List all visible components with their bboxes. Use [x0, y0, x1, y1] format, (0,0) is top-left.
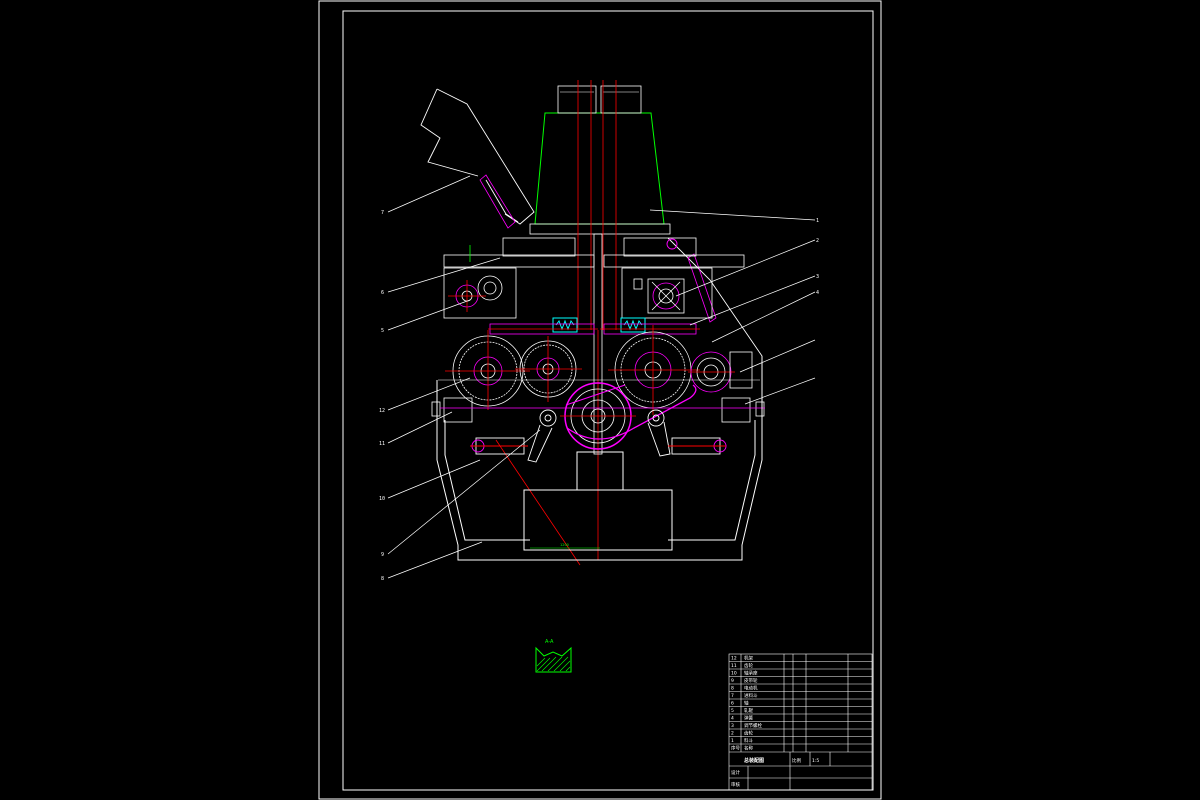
parts-row-no: 5 — [731, 708, 734, 714]
title-block-text: 12 机架 11 齿轮 10 轴承座 9 皮带轮 8 电动机 7 进料斗 6 轴 5 轧辊 4 弹簧 3 调节螺栓 2 齿… — [731, 655, 762, 752]
upper-right-bearing — [633, 278, 685, 314]
machine-frame — [436, 356, 763, 561]
drawing-title: 总装配图 — [744, 757, 764, 764]
dimension-text: 1200 — [560, 543, 569, 547]
hopper — [529, 85, 671, 235]
center-lines — [495, 80, 617, 566]
part-callouts: 7 6 5 12 11 10 9 8 1 2 3 4 — [379, 210, 819, 582]
callout-10: 10 — [379, 496, 385, 502]
parts-row-name: 轴承座 — [744, 670, 758, 677]
left-large-gear — [445, 330, 530, 410]
parts-row-no: 6 — [731, 701, 734, 707]
parts-row-name: 调节螺栓 — [744, 722, 762, 729]
callout-7: 7 — [381, 210, 384, 216]
parts-row-no: 8 — [731, 686, 734, 692]
parts-row-no: 3 — [731, 723, 734, 729]
callout-4: 4 — [816, 290, 819, 296]
parts-row-no: 9 — [731, 678, 734, 684]
parts-row-no: 12 — [731, 656, 737, 662]
section-label: A-A — [545, 639, 554, 645]
parts-row-no: 10 — [731, 671, 737, 677]
parts-row-name: 进料斗 — [744, 692, 758, 699]
callout-2: 2 — [816, 238, 819, 244]
right-large-gear — [608, 325, 700, 415]
parts-row-no: 2 — [731, 731, 734, 737]
parts-row-name: 齿轮 — [744, 662, 753, 669]
parts-row-name: 机架 — [744, 655, 753, 662]
parts-row-name: 皮带轮 — [744, 677, 758, 684]
right-small-gear — [688, 351, 735, 393]
callout-3: 3 — [816, 274, 819, 280]
callout-11: 11 — [379, 441, 385, 447]
drawn-label: 设计 — [731, 769, 740, 776]
parts-header-name: 名称 — [744, 745, 753, 752]
parts-row-no: 1 — [731, 738, 734, 744]
parts-header-no: 序号 — [731, 745, 740, 752]
upper-left-gear — [448, 245, 503, 312]
parts-row-name: 轴 — [744, 700, 749, 707]
adjuster-springs — [552, 317, 646, 333]
parts-row-name: 电动机 — [744, 685, 758, 692]
callout-5: 5 — [381, 328, 384, 334]
callout-6: 6 — [381, 290, 384, 296]
checked-label: 审核 — [731, 781, 740, 788]
parts-row-no: 4 — [731, 716, 734, 722]
parts-row-name: 齿轮 — [744, 730, 753, 737]
sheet-outer-border — [318, 0, 882, 800]
machine-assembly: 1200 — [420, 80, 765, 566]
parts-row-name: 弹簧 — [744, 715, 753, 722]
middle-left-gear — [515, 336, 582, 402]
center-roll — [560, 382, 697, 450]
feed-chute — [420, 88, 535, 229]
parts-row-name: 料斗 — [744, 737, 753, 744]
leader-lines — [387, 175, 816, 579]
callout-8: 8 — [381, 576, 384, 582]
dimension-line: 1200 — [530, 543, 600, 549]
callout-12: 12 — [379, 408, 385, 414]
parts-row-name: 轧辊 — [744, 707, 753, 714]
parts-row-no: 7 — [731, 693, 734, 699]
scale-label: 比例 — [792, 757, 801, 764]
callout-1: 1 — [816, 218, 819, 224]
section-a-a: A-A — [535, 639, 572, 673]
callout-9: 9 — [381, 552, 384, 558]
scale-value: 1:5 — [812, 758, 819, 764]
parts-row-no: 11 — [731, 663, 737, 669]
sheet-inner-frame — [342, 10, 874, 791]
title-block — [728, 653, 873, 791]
